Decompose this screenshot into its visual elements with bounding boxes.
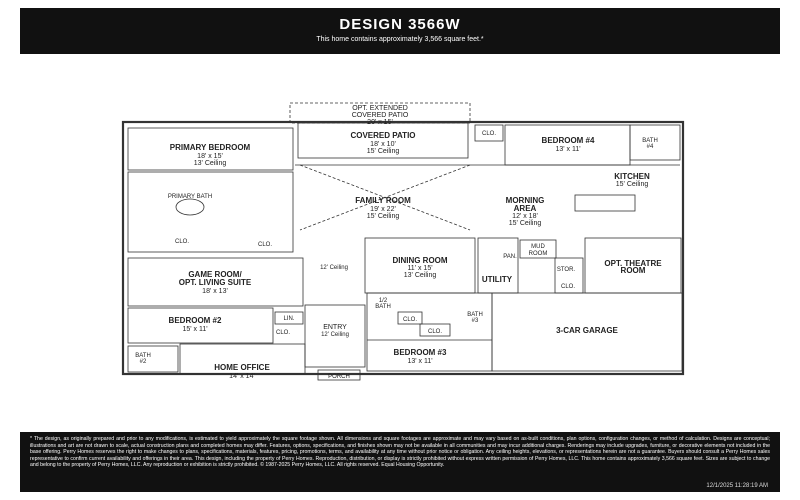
bedroom2-closet-label: CLO.	[276, 330, 290, 336]
storage-label: STOR.	[557, 267, 576, 273]
tub-fixture	[175, 198, 205, 216]
linen-outline	[274, 311, 304, 325]
kitchen-island	[574, 194, 636, 212]
disclaimer-banner: * The design, as originally prepared and…	[20, 432, 780, 492]
bath3-num: #3	[472, 318, 479, 324]
bedroom3-dim: 13' x 11'	[407, 358, 432, 365]
covered-patio-outline	[297, 122, 469, 159]
entry-ceiling: 12' Ceiling	[321, 332, 349, 338]
dining-room-ceiling: 13' Ceiling	[404, 272, 437, 279]
mud-room-outline	[519, 239, 557, 259]
design-title: DESIGN 3566W	[339, 16, 461, 33]
opt-patio-dim: 20' x 15'	[367, 119, 393, 126]
covered-patio-ceiling: 15' Ceiling	[367, 148, 400, 155]
header-banner: DESIGN 3566W This home contains approxim…	[20, 8, 780, 54]
exterior-walls	[121, 120, 685, 376]
primary-bedroom-outline	[127, 127, 294, 171]
game-room-outline	[127, 257, 304, 307]
bedroom4-closet-label: CLO.	[482, 131, 496, 137]
theatre-label2: ROOM	[621, 266, 646, 275]
bath3-label: BATH	[467, 312, 483, 318]
family-room-ceiling: 15' Ceiling	[367, 213, 400, 220]
home-office-outline	[179, 343, 306, 375]
bedroom4-outline	[504, 124, 631, 166]
print-timestamp: 12/1/2025 11:28:19 AM	[706, 483, 768, 489]
half-bath-label: 1/2	[379, 298, 388, 304]
family-room-dim: 19' x 22'	[370, 206, 396, 213]
entry-outline	[304, 304, 366, 368]
primary-bedroom-ceiling: 13' Ceiling	[194, 160, 227, 167]
entry-label: ENTRY	[323, 324, 347, 331]
primary-closet-label: CLO.	[175, 239, 189, 245]
closet-b3b	[419, 323, 451, 337]
game-room-dim: 18' x 13'	[202, 288, 228, 295]
utility-outline	[477, 237, 519, 294]
primary-closet2-label: CLO.	[258, 242, 272, 248]
bath2-label: BATH	[135, 353, 151, 359]
bath4-label: BATH	[642, 138, 658, 144]
hall-ceiling-label: 12' Ceiling	[320, 265, 348, 271]
dining-room-dim: 11' x 15'	[407, 265, 432, 272]
morning-area-ceiling: 15' Ceiling	[509, 220, 542, 227]
family-room-label: FAMILY ROOM	[355, 196, 411, 205]
closet-outline	[474, 124, 504, 142]
mud-room-label: MUD	[531, 244, 545, 250]
bath2-outline	[127, 345, 179, 373]
bath4-num: #4	[647, 144, 654, 150]
game-room-label: GAME ROOM/	[188, 270, 242, 279]
ceiling-line-2	[299, 164, 471, 231]
bath-closet-label: CLO.	[403, 317, 417, 323]
mud-room-label2: ROOM	[529, 251, 548, 257]
morning-area-dim: 12' x 18'	[512, 213, 538, 220]
bedroom2-dim: 15' x 11'	[182, 326, 207, 333]
square-footage-note: This home contains approximately 3,566 s…	[316, 36, 484, 43]
covered-patio-label: COVERED PATIO	[350, 131, 415, 140]
home-office-label: HOME OFFICE	[214, 363, 270, 372]
dining-room-label: DINING ROOM	[392, 256, 447, 265]
opt-patio-label2: COVERED PATIO	[352, 112, 409, 119]
primary-bath-label: PRIMARY BATH	[168, 194, 212, 200]
home-office-dim: 14' x 14'	[229, 373, 255, 380]
kitchen-ceiling: 15' Ceiling	[616, 181, 649, 188]
utility-label: UTILITY	[482, 275, 513, 284]
morning-area-label2: AREA	[514, 204, 537, 213]
bedroom4-dim: 13' x 11'	[555, 146, 580, 153]
bedroom2-outline	[127, 307, 274, 344]
primary-bedroom-label: PRIMARY BEDROOM	[170, 143, 251, 152]
bedroom4-label: BEDROOM #4	[542, 136, 595, 145]
utility-closet-label: CLO.	[561, 284, 575, 290]
theatre-label: OPT. THEATRE	[604, 259, 662, 268]
primary-bath-outline	[127, 171, 294, 253]
porch-outline	[317, 369, 361, 381]
garage-outline	[491, 292, 683, 372]
primary-bedroom-dim: 18' x 15'	[197, 153, 223, 160]
covered-patio-dim: 18' x 10'	[370, 141, 396, 148]
pantry-label: PAN.	[503, 254, 517, 260]
half-bath-label2: BATH	[375, 304, 391, 310]
bedroom3-closet-label: CLO.	[428, 329, 442, 335]
disclaimer-text: * The design, as originally prepared and…	[30, 436, 770, 469]
garage-label: 3-CAR GARAGE	[556, 326, 618, 335]
bath4-outline	[629, 124, 681, 161]
bedroom3-label: BEDROOM #3	[394, 348, 447, 357]
linen-label: LIN.	[283, 316, 294, 322]
game-room-label2: OPT. LIVING SUITE	[179, 278, 252, 287]
closet-b3a	[397, 311, 423, 325]
opt-patio-label: OPT. EXTENDED	[352, 105, 408, 112]
morning-area-label: MORNING	[506, 196, 545, 205]
bedroom2-label: BEDROOM #2	[169, 316, 222, 325]
porch-label: PORCH	[328, 374, 350, 380]
kitchen-label: KITCHEN	[614, 172, 650, 181]
bath2-num: #2	[140, 359, 147, 365]
